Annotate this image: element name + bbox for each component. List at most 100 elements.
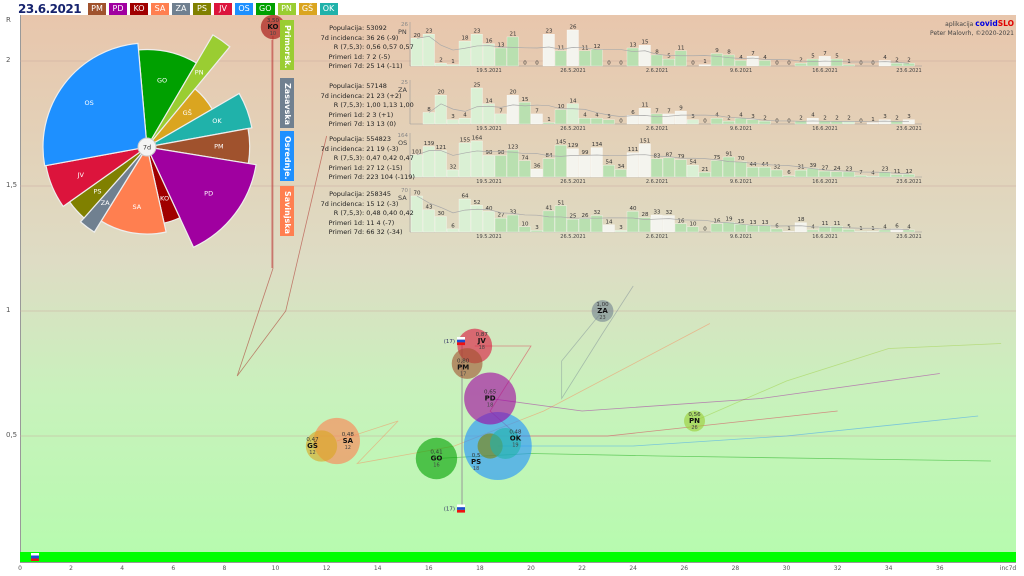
flag-stripe <box>457 507 466 510</box>
daily-bar <box>842 171 855 178</box>
info-key: 7d incidenca <box>320 199 362 208</box>
region-chip-OS[interactable]: OS <box>235 3 253 15</box>
info-key: Primeri 1d <box>328 52 362 61</box>
bubble-PD[interactable] <box>464 372 517 425</box>
daily-bar <box>830 120 843 125</box>
daily-bar <box>494 217 507 233</box>
bar-value: 7 <box>655 108 659 114</box>
region-tag-ZA[interactable]: Zasavska <box>280 78 294 128</box>
region-tag-PN[interactable]: Primorsk. <box>280 20 294 70</box>
region-tag-SA[interactable]: Savinjska <box>280 186 294 236</box>
flag-stripe <box>457 342 466 346</box>
date-label: 23.6.2021 <box>896 68 921 74</box>
daily-bar <box>446 169 459 178</box>
bubble-PM[interactable] <box>451 348 483 379</box>
info-row: Primeri 1d :7 2 (-5) <box>298 53 414 63</box>
bar-value: 16 <box>486 38 493 44</box>
region-chip-PN[interactable]: PN <box>277 3 296 15</box>
daily-bar <box>746 119 759 125</box>
x-tick-label: 34 <box>884 565 893 572</box>
bubble-OK[interactable] <box>489 428 521 459</box>
region-chip-GO[interactable]: GO <box>256 3 275 15</box>
daily-bar <box>626 115 639 125</box>
daily-bar <box>446 119 459 125</box>
daily-bar <box>410 154 423 178</box>
brand-slo: SLO <box>997 19 1014 28</box>
daily-bar <box>614 230 627 233</box>
moving-average-line <box>416 35 910 64</box>
bubble-PN[interactable] <box>684 410 706 432</box>
bar-value: 40 <box>486 206 493 212</box>
daily-bar <box>566 29 579 67</box>
bar-value: 139 <box>424 141 435 147</box>
pie-label: KO <box>160 195 169 203</box>
bar-value: 1 <box>547 117 551 123</box>
region-chip-ZA[interactable]: ZA <box>172 3 190 15</box>
daily-bar <box>470 205 483 233</box>
bar-value: 27 <box>498 213 505 219</box>
bar-value: 121 <box>436 145 447 151</box>
bar-value: 6 <box>775 223 779 229</box>
info-key: Populacija <box>329 135 362 143</box>
bubble-ZA[interactable] <box>591 300 614 322</box>
region-chip-PS[interactable]: PS <box>193 3 211 15</box>
pie-label: SA <box>133 203 142 211</box>
pie-slice-PN[interactable] <box>146 34 231 148</box>
date-label: 2.6.2021 <box>646 179 668 185</box>
bar-value: 11 <box>822 221 829 227</box>
region-tag-OS[interactable]: Osrednje. <box>280 131 294 181</box>
bubble-r: 0,65 <box>484 390 497 396</box>
region-chip-SA[interactable]: SA <box>151 3 169 15</box>
region-chip-JV[interactable]: JV <box>214 3 232 15</box>
daily-bar <box>674 50 687 67</box>
info-key: Primeri 1d <box>328 110 362 119</box>
daily-bar <box>470 140 483 178</box>
pie-label: OS <box>84 99 93 107</box>
region-chip-PD[interactable]: PD <box>109 3 127 15</box>
bubble-code: JV <box>477 337 487 345</box>
region-chip-GŠ[interactable]: GŠ <box>298 3 317 15</box>
bar-value: 7 <box>823 51 827 57</box>
daily-bar <box>506 36 519 67</box>
bar-value: 98 <box>486 150 493 156</box>
bar-value: 27 <box>822 166 829 172</box>
daily-bar <box>554 109 567 125</box>
pie-slice-SA[interactable] <box>100 145 167 235</box>
region-chip-OK[interactable]: OK <box>319 3 338 15</box>
bubble-KO[interactable] <box>260 14 286 40</box>
timeline-bar[interactable] <box>20 552 1016 562</box>
bubble-code: GŠ <box>307 441 318 450</box>
trail-PD <box>490 373 940 412</box>
daily-bar <box>650 214 663 233</box>
region-chip-PM[interactable]: PM <box>88 3 106 15</box>
bar-value: 11 <box>894 169 901 175</box>
daily-bar <box>722 54 735 67</box>
trail-ZA <box>561 285 634 400</box>
daily-bar <box>422 112 435 125</box>
bubble-GŠ[interactable] <box>305 430 338 462</box>
pie-slice-ZA[interactable] <box>79 146 148 233</box>
daily-bar <box>662 215 675 233</box>
bubble-code: KO <box>267 23 278 31</box>
pie-slice-OK[interactable] <box>146 92 253 148</box>
bar-value: 2 <box>907 58 911 64</box>
pie-slice-PD[interactable] <box>145 146 257 249</box>
pie-center-label: 7d <box>143 144 151 152</box>
daily-bar <box>878 119 891 125</box>
bubble-GO[interactable] <box>415 437 458 480</box>
date-label: 26.5.2021 <box>560 126 585 132</box>
daily-bar <box>710 53 723 67</box>
info-row: Primeri 7d :66 32 (-34) <box>298 228 414 238</box>
bar-value: 32 <box>666 210 673 216</box>
bar-value: 0 <box>871 61 875 67</box>
daily-bar <box>830 58 843 67</box>
bar-value: 0 <box>775 61 779 67</box>
region-chip-KO[interactable]: KO <box>130 3 148 15</box>
daily-bar <box>506 214 519 233</box>
pie-slice-OS[interactable] <box>42 42 148 167</box>
daily-bar <box>530 168 543 178</box>
bar-value: 12 <box>906 169 913 175</box>
bar-value: 4 <box>811 224 815 230</box>
bar-value: 26 <box>570 25 577 31</box>
daily-bar <box>710 160 723 178</box>
